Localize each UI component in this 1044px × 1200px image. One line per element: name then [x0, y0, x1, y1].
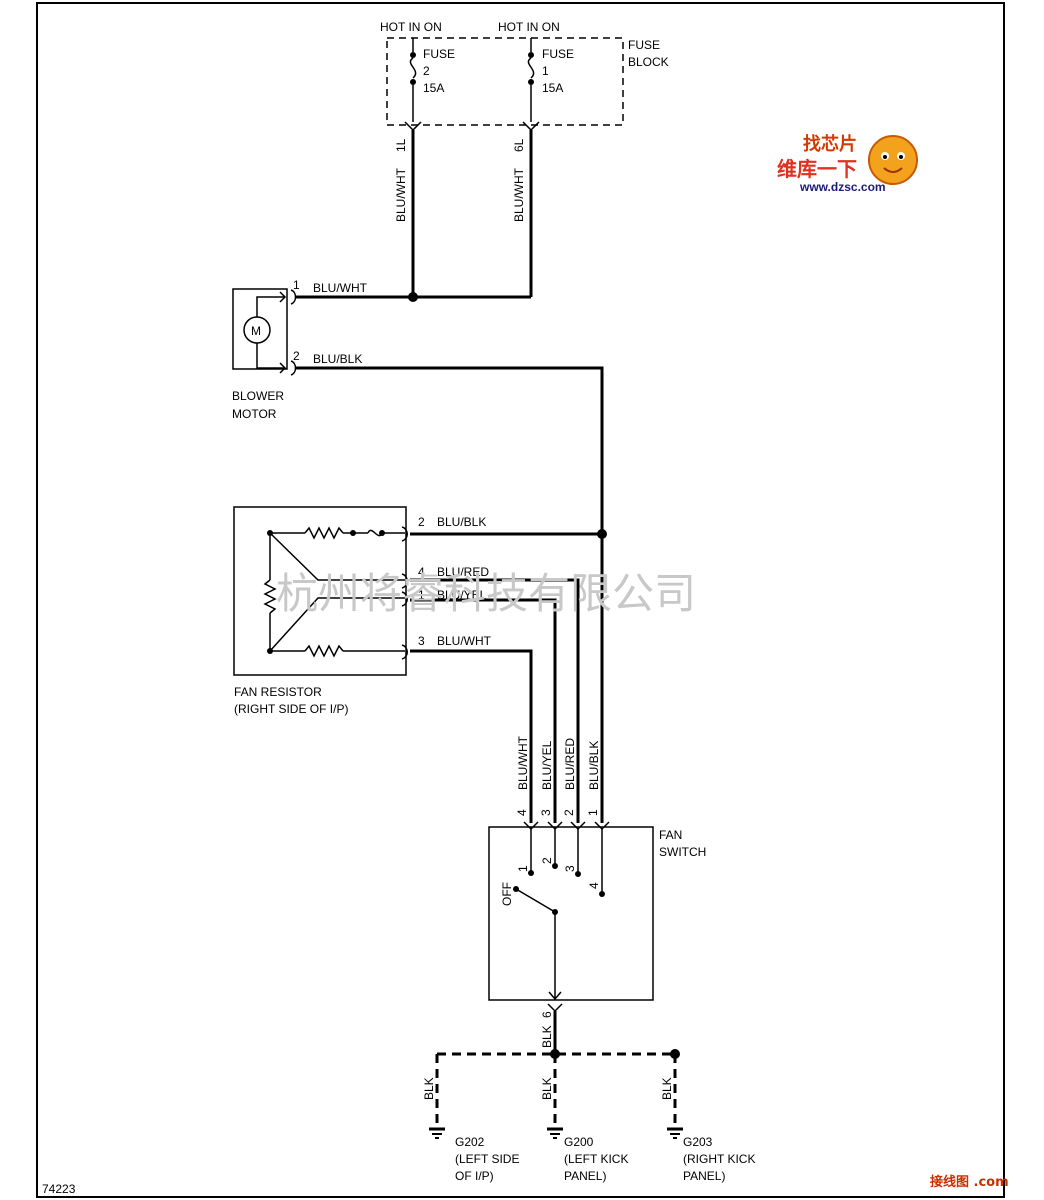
- g203-label-1: G203: [683, 1135, 713, 1149]
- fuse-2: FUSE 2 15A: [404, 38, 455, 132]
- fuse-2-line1: FUSE: [423, 47, 455, 61]
- ground-network: BLK BLK BLK BLK: [422, 1011, 680, 1128]
- g203-label-3: PANEL): [683, 1169, 725, 1183]
- switch-label-1: FAN: [659, 828, 682, 842]
- ground-g200: G200 (LEFT KICK PANEL): [547, 1127, 628, 1183]
- wire-label-ground-mid: BLK: [540, 1077, 554, 1100]
- wire-label-res-pin3: BLU/WHT: [437, 634, 492, 648]
- wire-label-sw-d: BLU/BLK: [587, 741, 601, 790]
- sw-conn-pin-4: 4: [515, 809, 529, 816]
- fan-switch: 4 3 2 1 1 2 3 4 OFF 6 FAN SWITCH: [488, 809, 706, 1018]
- fuse-1-line3: 15A: [542, 81, 563, 95]
- g202-label-3: OF I/P): [455, 1169, 494, 1183]
- motor-pin-1: 1: [293, 278, 300, 292]
- sw-pos-4: 4: [587, 882, 601, 889]
- fuse-1: FUSE 1 15A: [522, 38, 574, 132]
- ground-g203: G203 (RIGHT KICK PANEL): [667, 1127, 755, 1183]
- fuse-1-line2: 1: [542, 64, 549, 78]
- wire-label-motor-pin2: BLU/BLK: [313, 352, 362, 366]
- wire-label-sw-b: BLU/YEL: [540, 740, 554, 790]
- motor-return-wire: BLU/BLK: [296, 352, 607, 823]
- fuse-feed-wires: BLU/WHT BLU/WHT BLU/WHT: [296, 130, 533, 302]
- sw-pos-3: 3: [563, 865, 577, 872]
- g200-label-2: (LEFT KICK: [564, 1152, 628, 1166]
- logo-badge: 找芯片: [803, 133, 857, 155]
- hot-label-right: HOT IN ON: [498, 20, 560, 34]
- logo-line1: 维库一下: [777, 157, 857, 181]
- wire-label-res-pin2: BLU/BLK: [437, 515, 486, 529]
- g202-label-2: (LEFT SIDE: [455, 1152, 519, 1166]
- g202-label-1: G202: [455, 1135, 485, 1149]
- res-pin-4: 4: [418, 565, 425, 579]
- logo-line2: www.dzsc.com: [799, 180, 886, 194]
- fuse-block: HOT IN ON HOT IN ON FUSE BLOCK FUSE 2 15…: [380, 20, 669, 152]
- wire-label-fuse2: BLU/WHT: [394, 167, 408, 222]
- corner-mark: 接线图 .com: [930, 1174, 1009, 1190]
- wire-label-sw-c: BLU/RED: [563, 738, 577, 790]
- watermark-text: 杭州将睿科技有限公司: [276, 569, 696, 618]
- blower-motor: M 1 2 BLOWER MOTOR: [232, 278, 300, 421]
- sw-conn-pin-1: 1: [586, 809, 600, 816]
- resistor-output-wires: BLU/BLK BLU/RED BLU/YEL BLU/WHT BLU/WHT …: [410, 515, 602, 823]
- switch-label-2: SWITCH: [659, 845, 706, 859]
- motor-pin-2: 2: [293, 349, 300, 363]
- res-pin-3: 3: [418, 634, 425, 648]
- resistor-label-2: (RIGHT SIDE OF I/P): [234, 702, 348, 716]
- fuse-pin-6l: 6L: [512, 138, 526, 152]
- res-pin-1: 1: [418, 588, 425, 602]
- fuse-pin-1l: 1L: [394, 138, 408, 152]
- wire-label-ground-left: BLK: [422, 1077, 436, 1100]
- sw-conn-pin-2: 2: [562, 809, 576, 816]
- fuse-2-line3: 15A: [423, 81, 444, 95]
- sw-pos-1: 1: [516, 865, 530, 872]
- sw-pos-2: 2: [540, 857, 554, 864]
- g203-label-2: (RIGHT KICK: [683, 1152, 755, 1166]
- figure-number: 74223: [42, 1182, 76, 1196]
- wire-label-res-pin4: BLU/RED: [437, 565, 489, 579]
- wire-label-res-pin1: BLU/YEL: [437, 588, 487, 602]
- g200-label-1: G200: [564, 1135, 594, 1149]
- resistor-label-1: FAN RESISTOR: [234, 685, 322, 699]
- fuse-2-line2: 2: [423, 64, 430, 78]
- sw-off-label: OFF: [500, 882, 514, 906]
- wire-label-motor-pin1: BLU/WHT: [313, 281, 368, 295]
- wire-label-sw-a: BLU/WHT: [516, 735, 530, 790]
- site-logo: 找芯片 维库一下 www.dzsc.com: [777, 133, 918, 194]
- diagram-frame: [36, 2, 1005, 1198]
- res-pin-2: 2: [418, 515, 425, 529]
- wire-label-ground-main: BLK: [540, 1025, 554, 1048]
- fan-resistor: 2 4 1 3 FAN RESISTOR (RIGHT SIDE OF I/P): [233, 506, 425, 716]
- wire-label-fuse1: BLU/WHT: [512, 167, 526, 222]
- sw-conn-pin-3: 3: [539, 809, 553, 816]
- motor-label-2: MOTOR: [232, 407, 277, 421]
- g200-label-3: PANEL): [564, 1169, 606, 1183]
- ground-g202: G202 (LEFT SIDE OF I/P): [429, 1127, 519, 1183]
- fuse-block-label-2: BLOCK: [628, 55, 669, 69]
- motor-label-1: BLOWER: [232, 389, 284, 403]
- sw-ground-pin: 6: [540, 1011, 554, 1018]
- motor-symbol: M: [251, 324, 261, 338]
- wire-label-ground-right: BLK: [660, 1077, 674, 1100]
- fuse-block-label-1: FUSE: [628, 38, 660, 52]
- fuse-1-line1: FUSE: [542, 47, 574, 61]
- hot-label-left: HOT IN ON: [380, 20, 442, 34]
